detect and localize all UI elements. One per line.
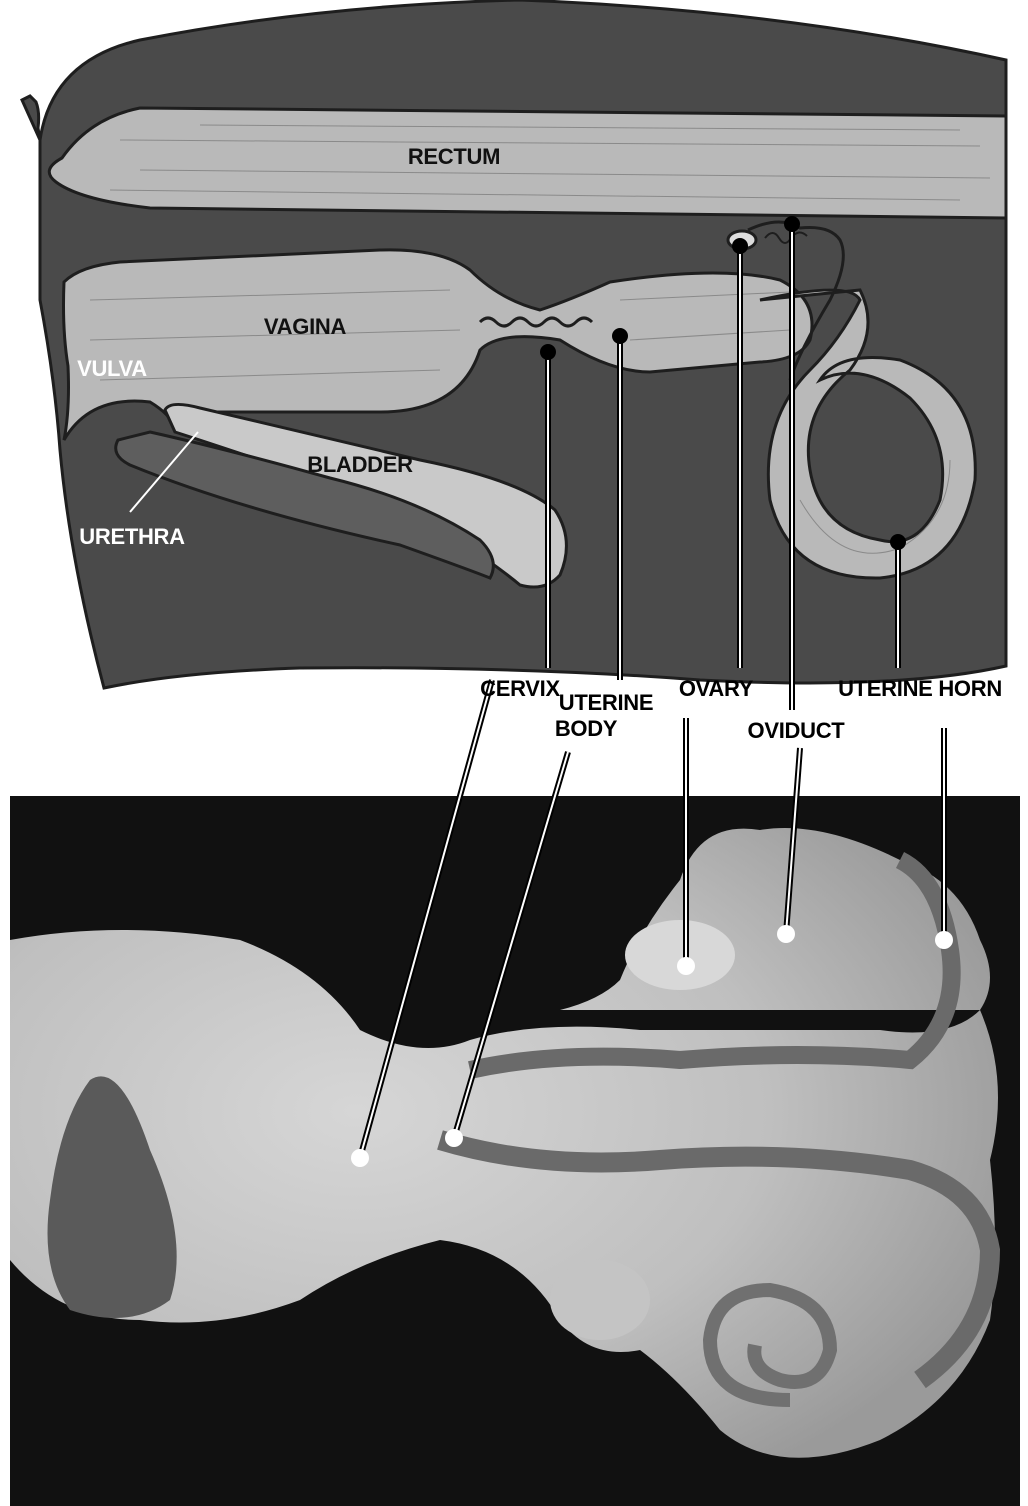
label-rectum: RECTUM <box>408 144 500 169</box>
rectum-shape <box>49 108 1006 218</box>
tissue-ovary-lower <box>550 1260 650 1340</box>
tissue-ovary-upper <box>625 920 735 990</box>
label-uterine-body-line2: BODY <box>555 716 618 741</box>
label-bladder: BLADDER <box>307 452 413 477</box>
label-vulva: VULVA <box>77 356 147 381</box>
label-ovary: OVARY <box>679 676 754 701</box>
label-uterine-body-line1: UTERINE <box>559 690 653 715</box>
label-urethra: URETHRA <box>79 524 185 549</box>
label-cervix: CERVIX <box>480 676 560 701</box>
label-uterine-horn: UTERINE HORN <box>838 676 1002 701</box>
label-vagina: VAGINA <box>264 314 347 339</box>
label-oviduct: OVIDUCT <box>748 718 846 743</box>
